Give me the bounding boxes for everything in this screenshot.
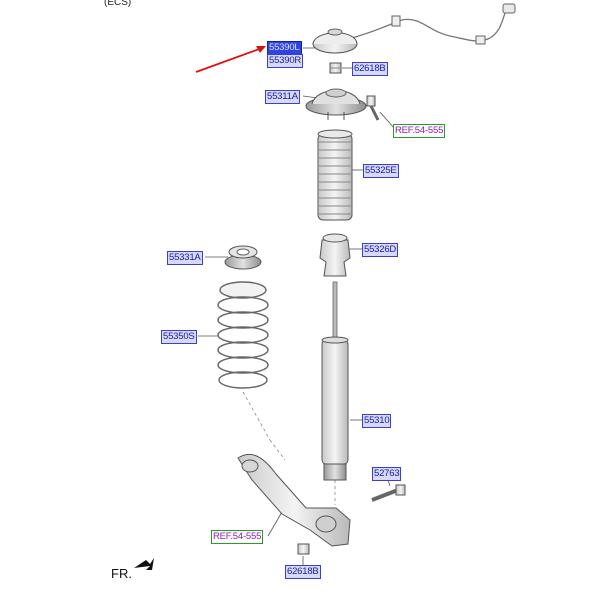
shock-absorber — [321, 281, 349, 481]
part-label-62618b-bottom[interactable]: 62618B — [285, 565, 321, 579]
sensor-connector — [502, 3, 516, 14]
bump-stopper — [319, 233, 351, 277]
part-label-62618b-top[interactable]: 62618B — [352, 62, 388, 76]
spring-seat — [224, 245, 262, 270]
part-label-55311a[interactable]: 55311A — [265, 90, 300, 104]
mount-bolt — [366, 95, 380, 121]
top-mount-cap — [312, 28, 358, 54]
part-label-55390r[interactable]: 55390R — [267, 54, 304, 68]
part-label-55325e[interactable]: 55325E — [363, 164, 399, 178]
sensor-clip — [475, 35, 486, 45]
part-label-55331a[interactable]: 55331A — [167, 251, 203, 265]
pointer-arrow — [195, 47, 263, 73]
part-label-55350s[interactable]: 55350S — [161, 330, 197, 344]
assembly-lines — [242, 391, 336, 505]
ref-label-top[interactable]: REF.54-555 — [393, 124, 446, 138]
coil-spring — [217, 281, 269, 389]
part-label-55390l[interactable]: 55390L — [267, 41, 302, 55]
front-arrow-icon — [134, 558, 154, 570]
leader-lines — [198, 47, 395, 566]
lower-bolt — [371, 484, 406, 502]
part-label-52763[interactable]: 52763 — [372, 467, 402, 481]
part-label-55310[interactable]: 55310 — [362, 414, 392, 428]
ref-label-bottom[interactable]: REF.54-555 — [211, 530, 264, 544]
dust-boot — [317, 129, 353, 221]
part-label-55326d[interactable]: 55326D — [362, 243, 399, 257]
front-direction-label: FR. — [111, 566, 132, 581]
nut-bottom — [297, 543, 310, 555]
ecs-tag: (ECS) — [104, 0, 132, 8]
nut-top — [329, 62, 342, 74]
insulator-mount — [305, 88, 367, 120]
lower-control-arm — [237, 453, 351, 547]
sensor-clip-2 — [391, 15, 401, 27]
